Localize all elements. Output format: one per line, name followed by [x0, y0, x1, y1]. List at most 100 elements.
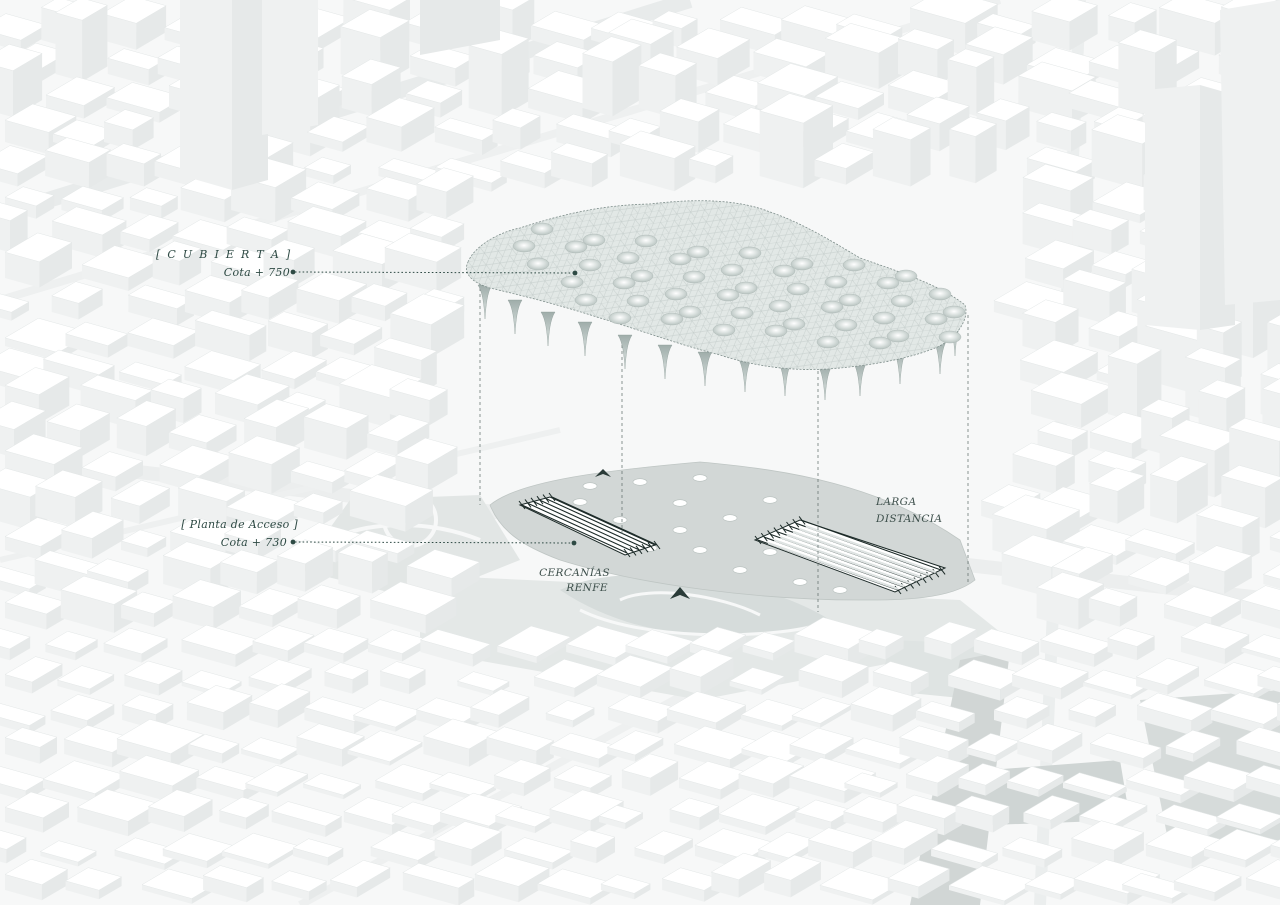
city-building — [187, 734, 240, 764]
city-building — [271, 801, 343, 837]
platform-lane — [780, 536, 911, 585]
skylight-hole — [632, 478, 648, 486]
city-building — [569, 829, 616, 864]
roof-crater — [530, 222, 554, 236]
city-building — [103, 109, 155, 150]
roof-crater — [886, 329, 910, 343]
larga-line1: LARGA — [875, 496, 916, 508]
city-building — [379, 661, 427, 695]
dot-icon — [290, 269, 296, 275]
skylight-hole — [762, 548, 778, 556]
roof-crater — [734, 281, 758, 295]
roof-crater — [608, 311, 632, 325]
city-building — [0, 830, 27, 864]
city-building — [292, 838, 344, 866]
roof-crater — [834, 318, 858, 332]
city-building — [1022, 795, 1081, 830]
roof-crater — [574, 293, 598, 307]
city-building — [871, 819, 939, 865]
city-building — [930, 839, 999, 871]
city-building — [349, 474, 434, 532]
roof-crater — [712, 323, 736, 337]
city-building — [469, 688, 530, 728]
city-building — [123, 660, 184, 696]
city-building — [1088, 587, 1138, 627]
platform-lane — [799, 527, 930, 577]
platform-lane — [767, 541, 899, 591]
city-building — [319, 317, 383, 356]
roof-crater — [924, 312, 948, 326]
access-leader-line — [294, 541, 573, 544]
city-building — [302, 773, 362, 800]
track-buffer — [629, 547, 637, 556]
roof-crater — [668, 252, 692, 266]
city-building — [1001, 837, 1063, 868]
city-building — [103, 627, 169, 663]
roof-crater — [612, 276, 636, 290]
track-buffer — [760, 532, 768, 542]
chevron-arrow-icon — [595, 469, 611, 477]
city-building — [303, 156, 352, 185]
city-building — [1135, 657, 1200, 695]
roof-columns — [477, 284, 963, 401]
city-building — [966, 733, 1021, 762]
access-annotation: [ Planta de Acceso ] Cota + 730 — [181, 518, 577, 549]
city-building — [740, 698, 809, 732]
track-line — [521, 504, 628, 554]
city-building — [1163, 586, 1242, 632]
city-building — [491, 108, 542, 150]
cercanias-line2: RENFE — [565, 582, 608, 594]
platform-lane — [786, 533, 918, 582]
city-building — [81, 451, 144, 492]
city-building — [814, 81, 885, 120]
track-line — [801, 519, 943, 571]
city-building — [1125, 768, 1200, 804]
dot-icon — [572, 270, 578, 276]
city-building — [624, 629, 695, 664]
roof-crater — [660, 312, 684, 326]
track-buffer — [779, 524, 787, 534]
city-building — [346, 730, 424, 766]
dot-icon — [290, 539, 296, 545]
city-building — [923, 621, 978, 660]
city-building — [496, 625, 572, 664]
roof-crater — [560, 275, 584, 289]
city-building — [1067, 697, 1117, 728]
city-building — [1256, 665, 1280, 693]
city-building — [456, 671, 510, 696]
city-building — [244, 765, 309, 797]
roof-column — [817, 365, 833, 401]
dot-icon — [571, 540, 577, 546]
city-building — [303, 627, 369, 663]
roof-canopy — [466, 200, 967, 401]
platform-lane — [805, 525, 937, 574]
roof-crater — [786, 282, 810, 296]
cercanias-platform-tracks — [518, 492, 661, 558]
city-building — [468, 29, 530, 118]
roof-crater — [838, 293, 862, 307]
projection-lines — [479, 270, 969, 612]
access-level: Cota + 730 — [221, 536, 287, 549]
city-building — [1136, 692, 1214, 736]
city-building — [1235, 726, 1280, 767]
roof-crater — [578, 258, 602, 272]
roof-crater — [664, 287, 688, 301]
city-building — [798, 653, 870, 699]
skylight-hole — [672, 499, 688, 507]
city-building — [218, 796, 270, 830]
tower-right — [1145, 0, 1280, 330]
city-building — [337, 543, 389, 594]
roof-crater — [626, 294, 650, 308]
track-buffer — [653, 540, 661, 550]
track-buffer — [767, 530, 774, 539]
city-building — [948, 116, 998, 184]
roof-column — [477, 284, 493, 320]
city-building — [669, 797, 720, 831]
city-building — [872, 661, 930, 697]
roof-crater — [634, 234, 658, 248]
city-building — [791, 697, 852, 728]
city-building — [202, 865, 265, 903]
city-building — [56, 665, 115, 695]
skylight-hole — [732, 566, 748, 574]
